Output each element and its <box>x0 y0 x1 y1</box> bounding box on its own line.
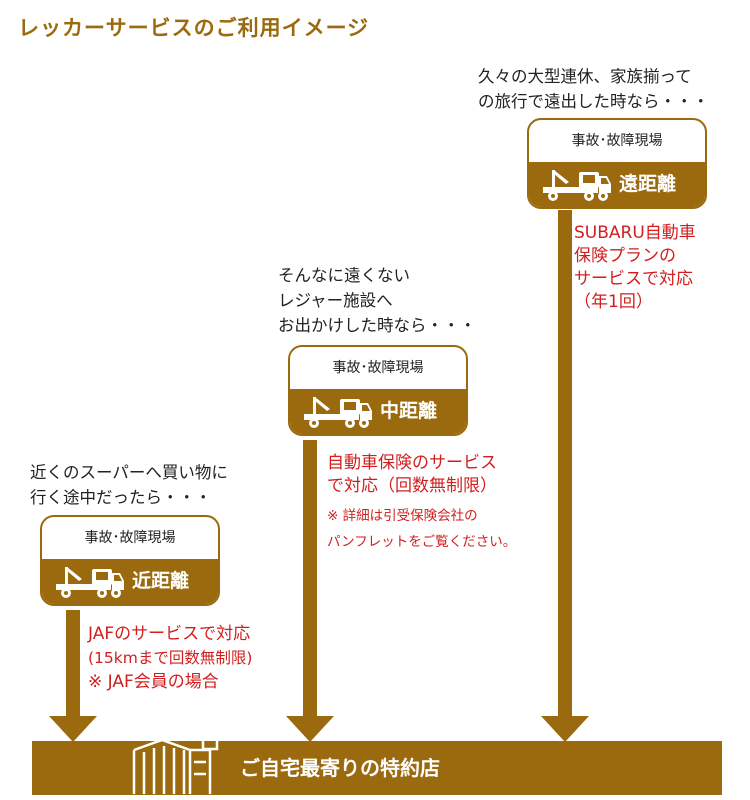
far-service-line4: （年1回） <box>574 292 653 312</box>
store-label: ご自宅最寄りの特約店 <box>240 756 440 780</box>
far-arrow-shaft <box>558 210 572 720</box>
near-scenario: 近くのスーパーへ買い物に 行く途中だったら・・・ <box>30 460 228 510</box>
far-scenario-line2: の旅行で遠出した時なら・・・ <box>478 92 709 111</box>
near-scenario-line2: 行く途中だったら・・・ <box>30 488 212 507</box>
near-service-line1: JAFのサービスで対応 <box>88 624 251 644</box>
far-service-line3: サービスで対応 <box>574 269 693 289</box>
near-label: 近距離 <box>132 570 190 592</box>
near-service-line2: (15kmまで回数無制限) <box>88 649 253 667</box>
tow-truck-icon <box>304 397 372 428</box>
mid-service: 自動車保険のサービス で対応（回数無制限） <box>327 452 497 498</box>
mid-note: ※ 詳細は引受保険会社の パンフレットをご覧ください。 <box>327 503 516 555</box>
page-title: レッカーサービスのご利用イメージ <box>18 16 370 40</box>
mid-card-foot: 中距離 <box>290 389 466 434</box>
far-card-foot: 遠距離 <box>529 162 705 207</box>
mid-scenario-line1: そんなに遠くない <box>278 266 410 285</box>
tow-truck-icon <box>56 567 124 598</box>
tow-truck-icon <box>543 170 611 201</box>
near-card: 事故･故障現場 近距離 <box>40 515 220 606</box>
mid-card: 事故･故障現場 中距離 <box>288 345 468 436</box>
far-arrow-head <box>541 716 589 742</box>
far-service-line1: SUBARU自動車 <box>574 223 696 243</box>
far-card-head: 事故･故障現場 <box>571 133 663 149</box>
near-arrow-shaft <box>66 610 80 720</box>
far-scenario: 久々の大型連休、家族揃って の旅行で遠出した時なら・・・ <box>478 64 709 114</box>
near-arrow-head <box>49 716 97 742</box>
far-label: 遠距離 <box>619 173 677 195</box>
near-service: JAFのサービスで対応 (15kmまで回数無制限) ※ JAF会員の場合 <box>88 622 252 694</box>
far-service: SUBARU自動車 保険プランの サービスで対応 （年1回） <box>574 222 696 314</box>
mid-label: 中距離 <box>380 400 438 422</box>
mid-note-line1: ※ 詳細は引受保険会社の <box>327 508 478 524</box>
far-service-line2: 保険プランの <box>574 246 676 266</box>
mid-scenario-line2: レジャー施設へ <box>278 291 393 310</box>
near-card-foot: 近距離 <box>42 559 218 604</box>
store-bar <box>32 741 722 795</box>
mid-arrow-shaft <box>303 440 317 720</box>
near-card-head: 事故･故障現場 <box>84 530 176 546</box>
mid-note-line2: パンフレットをご覧ください。 <box>327 534 517 550</box>
mid-card-head: 事故･故障現場 <box>332 360 424 376</box>
store-building-icon <box>132 726 219 794</box>
mid-scenario: そんなに遠くない レジャー施設へ お出かけした時なら・・・ <box>278 263 476 338</box>
far-scenario-line1: 久々の大型連休、家族揃って <box>478 67 692 86</box>
mid-service-line2: で対応（回数無制限） <box>327 476 497 496</box>
mid-service-line1: 自動車保険のサービス <box>327 453 497 473</box>
mid-scenario-line3: お出かけした時なら・・・ <box>278 316 476 335</box>
near-service-line3: ※ JAF会員の場合 <box>88 672 219 692</box>
near-scenario-line1: 近くのスーパーへ買い物に <box>30 463 228 482</box>
far-card: 事故･故障現場 遠距離 <box>527 118 707 209</box>
mid-arrow-head <box>286 716 334 742</box>
